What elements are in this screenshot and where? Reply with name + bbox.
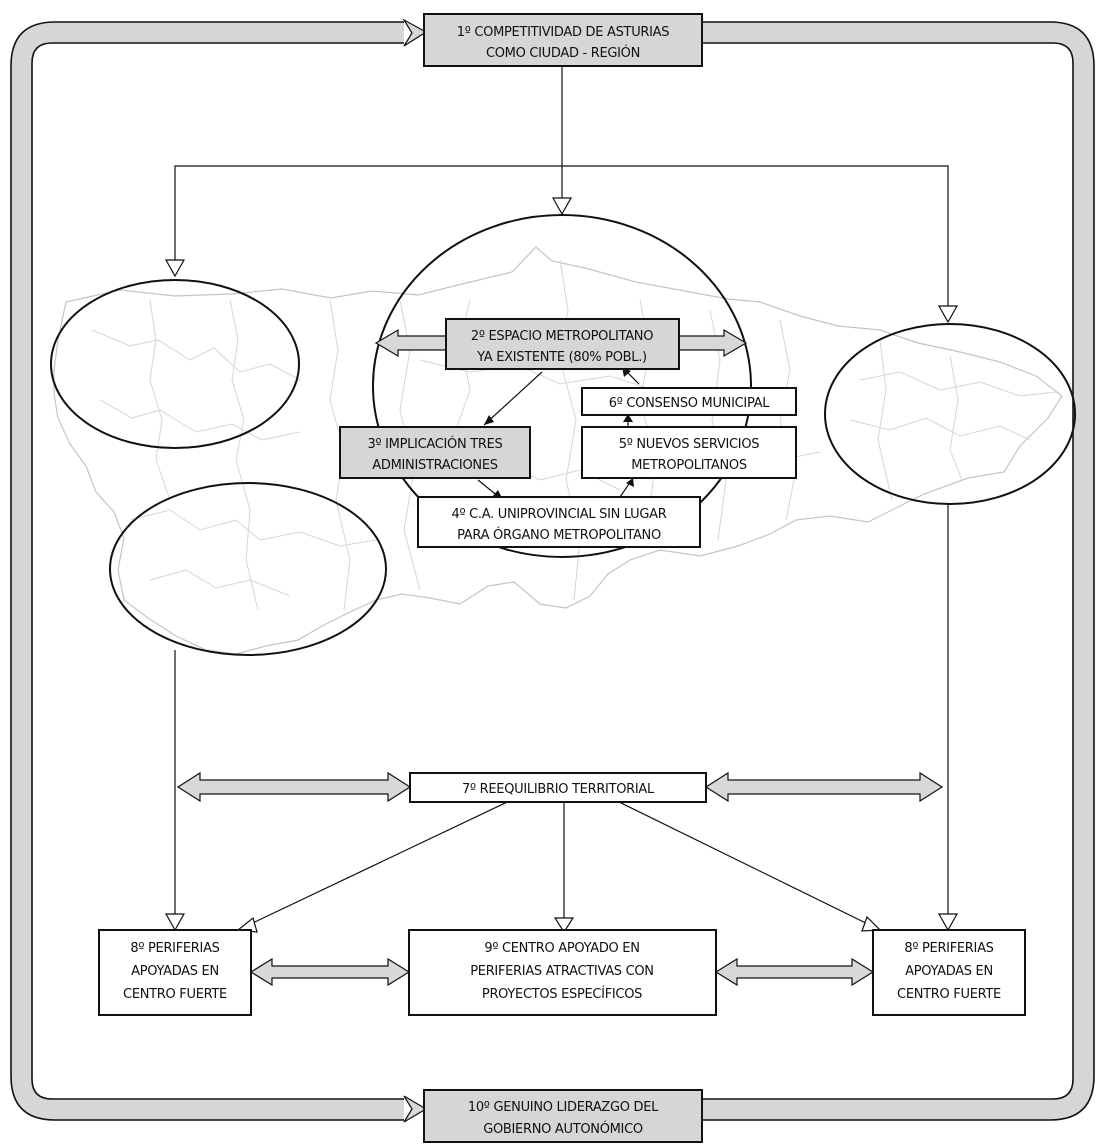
box-10-line-2: GOBIERNO AUTONÓMICO [483, 1121, 643, 1137]
frame-arrowhead-top-left [402, 18, 428, 47]
box-5-line-2: METROPOLITANOS [631, 458, 747, 473]
box-3-line-1: 3º IMPLICACIÓN TRES [368, 436, 503, 452]
box-3-line-2: ADMINISTRACIONES [372, 458, 497, 473]
box-10: 10º GENUINO LIDERAZGO DEL GOBIERNO AUTON… [423, 1089, 703, 1143]
box-8-right-line-3: CENTRO FUERTE [897, 987, 1001, 1002]
box-8-right-line-1: 8º PERIFERIAS [904, 941, 993, 956]
box-9: 9º CENTRO APOYADO EN PERIFERIAS ATRACTIV… [408, 929, 717, 1016]
frame-arrowhead-bottom-left [403, 1095, 428, 1123]
box-8-left: 8º PERIFERIAS APOYADAS EN CENTRO FUERTE [98, 929, 252, 1016]
box-6-line-1: 6º CONSENSO MUNICIPAL [609, 396, 770, 411]
box-9-line-1: 9º CENTRO APOYADO EN [484, 941, 639, 956]
box-7: 7º REEQUILIBRIO TERRITORIAL [409, 772, 707, 803]
ellipse-west [50, 279, 300, 449]
box-1: 1º COMPETITIVIDAD DE ASTURIAS COMO CIUDA… [423, 13, 703, 67]
box-8-right-line-2: APOYADAS EN [905, 964, 993, 979]
box-2: 2º ESPACIO METROPOLITANO YA EXISTENTE (8… [445, 318, 680, 370]
box-2-line-1: 2º ESPACIO METROPOLITANO [471, 329, 653, 344]
ellipse-east [824, 323, 1076, 505]
asturias-map [53, 246, 1063, 655]
box-1-line-1: 1º COMPETITIVIDAD DE ASTURIAS [457, 25, 670, 40]
box-6: 6º CONSENSO MUNICIPAL [581, 387, 797, 416]
box-1-line-2: COMO CIUDAD - REGIÓN [486, 45, 640, 61]
box-5: 5º NUEVOS SERVICIOS METROPOLITANOS [581, 426, 797, 479]
box-4: 4º C.A. UNIPROVINCIAL SIN LUGAR PARA ÓRG… [417, 496, 701, 548]
box-4-line-1: 4º C.A. UNIPROVINCIAL SIN LUGAR [451, 507, 666, 522]
box-8-left-line-1: 8º PERIFERIAS [130, 941, 219, 956]
box-7-line-1: 7º REEQUILIBRIO TERRITORIAL [462, 782, 655, 797]
box-2-line-2: YA EXISTENTE (80% POBL.) [476, 350, 647, 365]
box-8-left-line-2: APOYADAS EN [131, 964, 219, 979]
box-9-line-3: PROYECTOS ESPECÍFICOS [482, 986, 642, 1002]
box-9-line-2: PERIFERIAS ATRACTIVAS CON [470, 964, 653, 979]
box-8-right: 8º PERIFERIAS APOYADAS EN CENTRO FUERTE [872, 929, 1026, 1016]
box-5-line-1: 5º NUEVOS SERVICIOS [619, 437, 760, 452]
box-4-line-2: PARA ÓRGANO METROPOLITANO [457, 527, 661, 543]
box-8-left-line-3: CENTRO FUERTE [123, 987, 227, 1002]
fat-arrows [176, 328, 944, 987]
box-10-line-1: 10º GENUINO LIDERAZGO DEL [468, 1100, 659, 1115]
ellipse-southwest [109, 482, 387, 656]
box-3: 3º IMPLICACIÓN TRES ADMINISTRACIONES [339, 426, 531, 479]
